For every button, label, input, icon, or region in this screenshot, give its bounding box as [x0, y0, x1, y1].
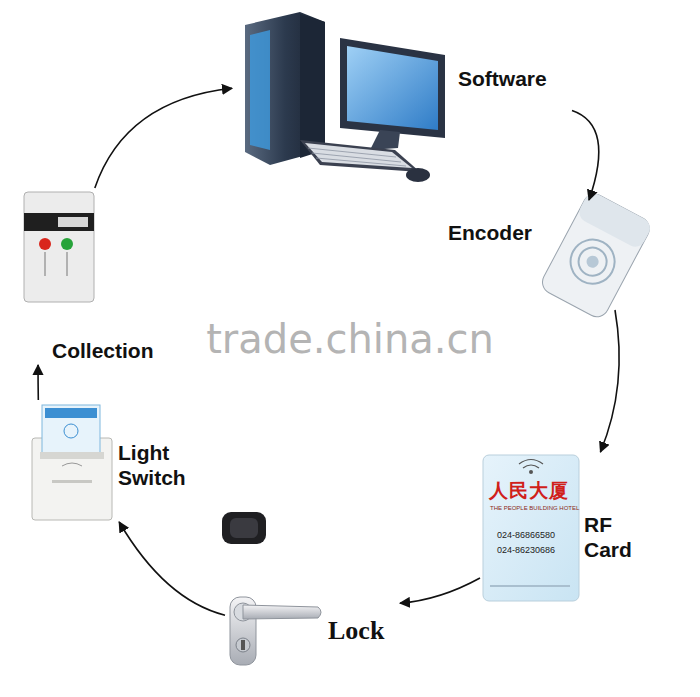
- encoder-device: [538, 190, 653, 321]
- component-label: RF Card: [584, 512, 632, 562]
- flow-arrow: [37, 365, 39, 400]
- flow-arrow: [95, 88, 232, 188]
- component-node: Light Switch: [28, 400, 200, 522]
- component-node: Encoder: [445, 200, 645, 310]
- hotel-name-en: THE PEOPLE BUILDING HOTEL: [490, 505, 579, 511]
- flow-arrow: [400, 578, 480, 603]
- door-lock: [230, 597, 321, 665]
- phone-number: 024-86230686: [497, 545, 555, 555]
- component-label: Light Switch: [118, 440, 186, 490]
- component-node: RF Card: [480, 452, 645, 602]
- computer-icon: [245, 12, 445, 182]
- rf-card: [483, 455, 579, 601]
- flow-arrow: [119, 522, 225, 615]
- hotel-name: 人民大厦: [489, 478, 569, 504]
- watermark: trade.china.cn: [206, 316, 494, 362]
- component-label: Software: [458, 66, 547, 91]
- flow-arrow: [600, 310, 619, 452]
- component-node: Collection: [18, 188, 185, 365]
- phone-number: 024-86866580: [497, 530, 555, 540]
- component-label: Lock: [328, 618, 384, 643]
- flow-arrow: [572, 110, 599, 200]
- component-label: Encoder: [448, 220, 532, 245]
- component-node: Lock: [225, 588, 400, 668]
- component-label: Collection: [52, 338, 154, 363]
- key-fob: [222, 512, 266, 544]
- energy-switch: [32, 405, 112, 520]
- data-collector: [24, 192, 94, 302]
- component-node: Software: [232, 5, 572, 190]
